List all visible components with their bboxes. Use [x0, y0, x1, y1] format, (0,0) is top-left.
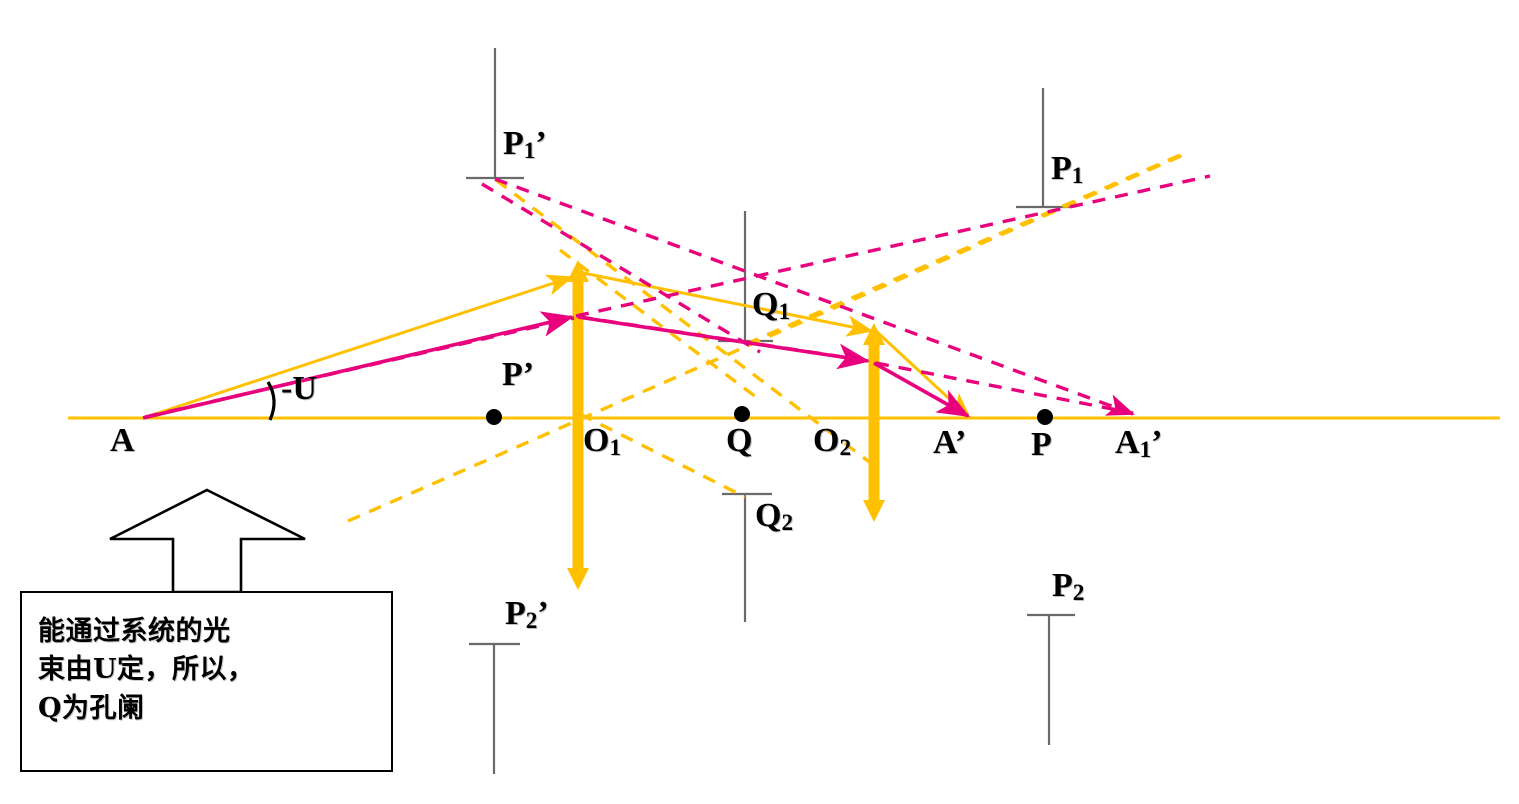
label-lens-O1-sub: 1	[609, 435, 622, 462]
magenta-dash-o1-to-p1	[575, 174, 1211, 318]
point-pprime	[486, 409, 502, 425]
label-Q1: Q1	[752, 288, 790, 324]
label-P1prime-tail: ’	[535, 125, 547, 162]
yellow-dashed-lines	[347, 150, 1191, 523]
label-P1prime-main: P	[503, 125, 524, 162]
magenta-dash-O2-to-A1prime	[875, 361, 1134, 415]
magenta-ray-O2-to-Aprime	[873, 361, 970, 418]
label-Q1-sub: 1	[778, 299, 791, 326]
label-pupil-image-Pprime: P’	[502, 356, 535, 393]
callout-arrow	[109, 488, 306, 594]
label-pupil-object-P: P	[1031, 426, 1052, 463]
label-lens-O1-main: O	[583, 422, 610, 459]
label-P2: P2	[1052, 569, 1084, 605]
yellow-dash-o1-to-q2	[579, 412, 746, 499]
label-P2-main: P	[1052, 567, 1073, 604]
axis-points	[486, 406, 1053, 425]
label-A1prime-sub: 1	[1139, 437, 1152, 464]
angle-arc-U	[266, 381, 276, 421]
point-q	[734, 406, 750, 422]
label-P1: P1	[1051, 152, 1083, 188]
label-P2prime: P2’	[505, 597, 549, 633]
label-P1prime: P1’	[503, 127, 547, 163]
label-P1-sub: 1	[1071, 163, 1084, 190]
lens-o2	[863, 323, 885, 522]
yellow-solid-rays	[142, 270, 972, 420]
label-A1prime-main: A	[1115, 424, 1140, 461]
label-image-point-A1prime: A1’	[1115, 426, 1162, 462]
magenta-ray-A-to-O1	[142, 311, 575, 420]
label-P2prime-tail: ’	[537, 595, 549, 632]
label-stop-Q: Q	[726, 422, 753, 459]
label-P2-sub: 2	[1072, 580, 1085, 607]
yellow-dash-p1prime-down	[494, 178, 882, 472]
magenta-solid-rays	[142, 311, 970, 420]
label-A1prime-tail: ’	[1151, 424, 1163, 461]
label-P2prime-main: P	[505, 595, 526, 632]
label-image-point-Aprime: A’	[933, 424, 967, 461]
reference-stop-lines	[466, 48, 1075, 774]
label-object-point-A: A	[110, 422, 135, 459]
magenta-dash-q2-up-right	[481, 182, 761, 354]
label-lens-O2-main: O	[813, 422, 840, 459]
label-angle-minus-U: -U	[281, 370, 317, 407]
label-Q1-main: Q	[752, 286, 779, 323]
callout-note-text: 能通过系统的光 束由U定，所以， Q为孔阑	[38, 613, 378, 728]
yellow-ray-O2top-to-Aprime	[874, 329, 972, 420]
label-P1prime-sub: 1	[523, 138, 536, 165]
label-lens-O2: O2	[813, 424, 851, 460]
label-lens-O2-sub: 2	[839, 435, 852, 462]
yellow-ray-O1top-to-O2top	[577, 270, 874, 337]
callout-line-2: 束由U定，所以，	[38, 654, 255, 686]
callout-line-1: 能通过系统的光	[38, 616, 231, 647]
label-Q2-main: Q	[755, 497, 782, 534]
label-P1-main: P	[1051, 150, 1072, 187]
yellow-dash-upperleft-seg	[558, 248, 762, 402]
label-P2prime-sub: 2	[525, 608, 538, 635]
yellow-ray-A-to-O1top	[142, 274, 574, 420]
point-p	[1037, 409, 1053, 425]
label-Q2-sub: 2	[781, 510, 794, 537]
label-lens-O1: O1	[583, 424, 621, 460]
label-Q2: Q2	[755, 499, 793, 535]
callout-line-3: Q为孔阑	[38, 692, 145, 724]
magenta-ray-O1-to-O2	[577, 315, 871, 370]
callout-note-box	[20, 591, 393, 772]
yellow-dash-q1-to-right	[745, 151, 1186, 346]
